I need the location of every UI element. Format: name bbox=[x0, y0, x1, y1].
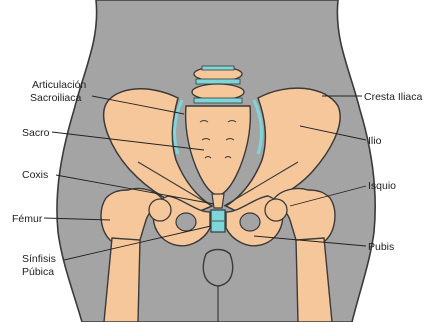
right-obturator-foramen bbox=[240, 213, 260, 231]
label-cresta-iliaca: Cresta Iliaca bbox=[364, 91, 423, 103]
label-sacroiliaca: Sacroiliaca bbox=[30, 92, 82, 104]
label-sinfisis: Sínfisis bbox=[22, 253, 56, 265]
label-coxis: Coxis bbox=[22, 169, 48, 181]
label-pubis: Pubis bbox=[368, 241, 394, 253]
left-obturator-foramen bbox=[176, 213, 196, 231]
left-femoral-head bbox=[149, 199, 171, 221]
label-femur: Fémur bbox=[12, 213, 43, 225]
label-ilio: Ilio bbox=[368, 135, 382, 147]
right-femoral-head bbox=[265, 199, 287, 221]
label-isquio: Isquio bbox=[368, 180, 396, 192]
genital-outline bbox=[203, 250, 232, 287]
coccyx bbox=[212, 194, 224, 208]
label-publica: Púbica bbox=[22, 266, 54, 278]
label-articulacion: Articulación bbox=[32, 79, 86, 91]
label-sacro: Sacro bbox=[22, 127, 50, 139]
